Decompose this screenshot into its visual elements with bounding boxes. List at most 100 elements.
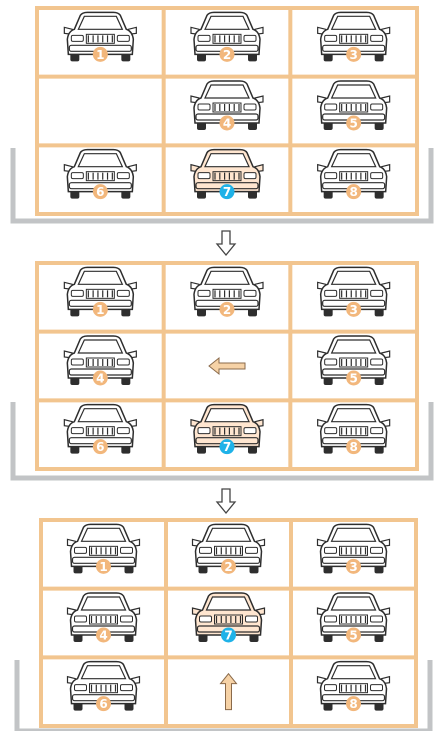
car-grille	[340, 358, 368, 367]
car-number-label: 8	[349, 440, 357, 454]
car-headlight	[117, 428, 129, 434]
car-headlight	[71, 35, 83, 41]
car-headlight	[200, 547, 212, 553]
car-headlight	[75, 616, 87, 622]
car-windshield	[78, 154, 122, 167]
car-number-label: 2	[223, 48, 231, 62]
car-windshield	[205, 271, 249, 284]
car-number-label: 8	[349, 185, 357, 199]
car-headlight	[371, 173, 383, 179]
car-headlight	[244, 428, 256, 434]
car-windshield	[78, 271, 122, 284]
car-headlight	[371, 616, 383, 622]
car-headlight	[325, 616, 337, 622]
car-windshield	[332, 528, 376, 541]
car-headlight	[325, 290, 337, 296]
car-number-label: 5	[349, 372, 357, 386]
car-number-label: 8	[349, 697, 357, 711]
car-number-label: 1	[96, 48, 104, 62]
car-headlight	[71, 359, 83, 365]
car-headlight	[117, 173, 129, 179]
car-headlight	[244, 35, 256, 41]
car-windshield	[205, 16, 249, 29]
step-down-arrow	[217, 489, 235, 513]
car-headlight	[198, 290, 210, 296]
car-number-label: 7	[223, 440, 231, 454]
car-headlight	[244, 290, 256, 296]
car-headlight	[71, 173, 83, 179]
car-headlight	[75, 685, 87, 691]
car-headlight	[75, 547, 87, 553]
car-windshield	[82, 666, 126, 679]
car-windshield	[332, 271, 376, 284]
car-grille	[340, 427, 368, 436]
car-grille	[213, 289, 241, 298]
car-windshield	[332, 85, 376, 98]
car-grille	[90, 546, 118, 555]
car-headlight	[325, 35, 337, 41]
car-windshield	[78, 340, 122, 353]
car-grille	[340, 103, 368, 112]
car-grille	[213, 34, 241, 43]
car-headlight	[325, 104, 337, 110]
car-number-label: 1	[99, 560, 107, 574]
car-headlight	[117, 35, 129, 41]
car-headlight	[121, 685, 133, 691]
car-number-label: 6	[96, 440, 104, 454]
car-number-label: 2	[223, 303, 231, 317]
car-windshield	[332, 154, 376, 167]
car-headlight	[200, 616, 212, 622]
car-grille	[340, 172, 368, 181]
car-windshield	[78, 16, 122, 29]
car-number-label: 4	[99, 629, 107, 643]
car-windshield	[332, 666, 376, 679]
car-grille	[86, 172, 114, 181]
car-grille	[213, 427, 241, 436]
car-windshield	[205, 85, 249, 98]
car-headlight	[71, 290, 83, 296]
car-grille	[340, 546, 368, 555]
car-headlight	[117, 359, 129, 365]
car-number-label: 6	[96, 185, 104, 199]
car-windshield	[82, 528, 126, 541]
car-headlight	[121, 616, 133, 622]
car-headlight	[371, 290, 383, 296]
car-windshield	[205, 409, 249, 422]
car-number-label: 5	[349, 629, 357, 643]
car-grille	[340, 34, 368, 43]
car-headlight	[244, 173, 256, 179]
car-windshield	[332, 16, 376, 29]
puzzle-step-2: 12345678	[13, 263, 431, 478]
car-headlight	[325, 359, 337, 365]
car-number-label: 3	[349, 48, 357, 62]
car-windshield	[332, 597, 376, 610]
car-windshield	[332, 340, 376, 353]
car-grille	[215, 546, 243, 555]
car-headlight	[198, 428, 210, 434]
car-number-label: 7	[224, 629, 232, 643]
car-number-label: 1	[96, 303, 104, 317]
step-down-arrow	[217, 231, 235, 255]
car-grille	[86, 358, 114, 367]
car-windshield	[78, 409, 122, 422]
car-grille	[86, 289, 114, 298]
car-headlight	[198, 104, 210, 110]
car-number-label: 3	[349, 560, 357, 574]
car-grille	[340, 615, 368, 624]
car-grille	[340, 684, 368, 693]
car-windshield	[332, 409, 376, 422]
car-grille	[86, 34, 114, 43]
car-headlight	[121, 547, 133, 553]
car-grille	[90, 615, 118, 624]
car-headlight	[198, 173, 210, 179]
car-headlight	[71, 428, 83, 434]
car-number-label: 4	[223, 117, 231, 131]
car-grille	[90, 684, 118, 693]
car-headlight	[371, 685, 383, 691]
car-number-label: 3	[349, 303, 357, 317]
car-headlight	[117, 290, 129, 296]
car-grille	[213, 172, 241, 181]
